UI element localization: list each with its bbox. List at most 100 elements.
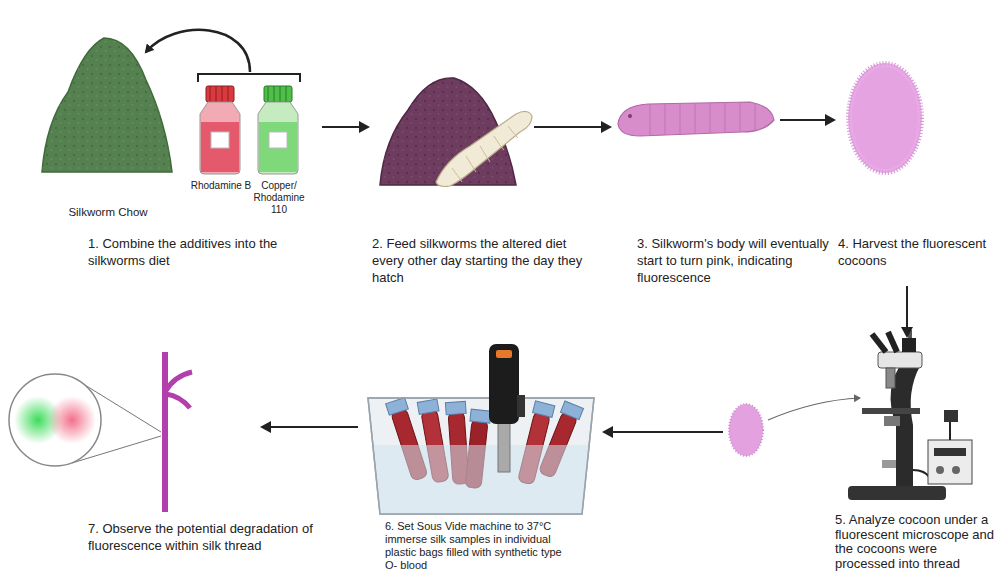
step-node: 3. Silkworm's body will eventually start…: [614, 92, 776, 145]
water-bath: [368, 398, 594, 514]
microscope: [888, 332, 897, 352]
ingredient-label: Silkworm Chow: [52, 206, 164, 220]
microscope: [882, 460, 896, 468]
flow-arrow: [604, 431, 723, 433]
sample-tubes: [386, 398, 409, 416]
step-caption: 2. Feed silkworms the altered diet every…: [372, 235, 598, 286]
flow-arrow: [322, 126, 368, 128]
copper-rhodamine-bottle: [258, 86, 298, 174]
flow-arrow: [780, 119, 834, 121]
copper-rhodamine-bottle: [286, 86, 287, 102]
copper-rhodamine-bottle: [280, 86, 281, 102]
sample-tubes: [470, 409, 491, 423]
magnified-view: [9, 374, 101, 466]
step-caption-box: 6. Set Sous Vide machine to 37°C immerse…: [385, 520, 563, 572]
rhodamine-b-bottle: [228, 86, 229, 102]
sample-tubes: [417, 399, 439, 414]
ingredient-label: Rhodamine B: [186, 180, 256, 192]
step-node: 1. Combine the additives into the silkwo…: [38, 12, 318, 282]
pink-silkworm: [618, 102, 774, 136]
copper-rhodamine-bottle: [268, 86, 269, 102]
step-node: 2. Feed silkworms the altered diet every…: [372, 72, 530, 190]
leader-arrow: [768, 398, 860, 420]
step-caption-box: 1. Combine the additives into the silkwo…: [88, 235, 320, 269]
mixing-arrow: [146, 30, 300, 82]
cocoon: [848, 63, 922, 173]
chow-pile: [42, 38, 172, 172]
pink-silkworm: [628, 114, 632, 118]
chow-pile: [42, 38, 172, 172]
step-node: 6. Set Sous Vide machine to 37°C immerse…: [362, 335, 600, 515]
magnified-view: [48, 396, 96, 444]
microscope: [952, 466, 960, 474]
leader-arrow: [768, 398, 860, 420]
step-caption-box: 5. Analyze cocoon under a fluorescent mi…: [835, 513, 995, 571]
water-bath: [368, 398, 594, 514]
mixing-arrow: [146, 30, 250, 72]
step-caption-box: 4. Harvest the fluorescent cocoons: [838, 235, 990, 269]
step-caption-box: 3. Silkworm's body will eventually start…: [637, 235, 835, 286]
pink-silkworm: [618, 102, 774, 136]
sous-vide: [517, 395, 525, 417]
step-node: 5. Analyze cocoon under a fluorescent mi…: [727, 340, 985, 510]
microscope: [908, 330, 912, 338]
flow-arrow: [534, 126, 610, 128]
step-caption: 6. Set Sous Vide machine to 37°C immerse…: [385, 520, 563, 572]
magnified-view: [9, 374, 161, 466]
silk-thread: [162, 352, 168, 512]
rhodamine-b-bottle: [216, 86, 217, 102]
pink-silkworm: [650, 102, 755, 135]
silkworm: [452, 126, 518, 182]
microscope: [902, 338, 916, 352]
microscope: [886, 368, 895, 388]
small-cocoon: [729, 404, 763, 456]
silkworm: [436, 111, 532, 186]
microscope: [878, 352, 922, 368]
microscope: [848, 330, 972, 500]
sample-tubes: [533, 401, 555, 417]
step-node: 7. Observe the potential degradation of …: [8, 345, 258, 515]
step-caption: 4. Harvest the fluorescent cocoons: [838, 235, 990, 269]
sous-vide: [489, 344, 525, 472]
microscope: [848, 486, 946, 500]
step-caption-box: 7. Observe the potential degradation of …: [88, 520, 328, 554]
microscope: [934, 448, 966, 456]
sous-vide: [496, 350, 512, 358]
copper-rhodamine-bottle: [269, 132, 287, 148]
microscope: [913, 470, 930, 478]
chow-pile: [42, 38, 172, 172]
rhodamine-b-bottle: [201, 122, 239, 172]
step-caption: 7. Observe the potential degradation of …: [88, 520, 328, 554]
step-caption: 1. Combine the additives into the silkwo…: [88, 235, 320, 269]
water-bath: [368, 398, 594, 514]
step-caption: 5. Analyze cocoon under a fluorescent mi…: [835, 513, 995, 571]
silk-thread: [165, 372, 192, 392]
sample-tubes: [560, 401, 583, 420]
copper-rhodamine-bottle: [264, 86, 292, 102]
microscope: [884, 416, 900, 426]
rhodamine-b-bottle: [210, 86, 211, 102]
silkworm: [436, 111, 532, 186]
microscope: [944, 410, 958, 422]
sous-vide: [489, 344, 519, 424]
sous-vide: [498, 420, 510, 472]
copper-rhodamine-bottle: [259, 122, 297, 172]
microscope: [862, 408, 920, 414]
small-cocoon: [729, 404, 763, 456]
rhodamine-b-bottle: [200, 86, 240, 174]
ingredient-label: Copper/ Rhodamine 110: [252, 180, 306, 216]
cocoon: [852, 67, 918, 169]
microscope: [928, 440, 972, 484]
sample-tubes: [445, 401, 466, 414]
water-bath: [374, 445, 589, 514]
microscope: [936, 466, 944, 474]
copper-rhodamine-bottle: [274, 86, 275, 102]
step-caption-box: 2. Feed silkworms the altered diet every…: [372, 235, 598, 286]
silk-thread: [166, 394, 190, 408]
step-caption: 3. Silkworm's body will eventually start…: [637, 235, 835, 286]
flow-arrow: [262, 426, 358, 428]
rhodamine-b-bottle: [222, 86, 223, 102]
